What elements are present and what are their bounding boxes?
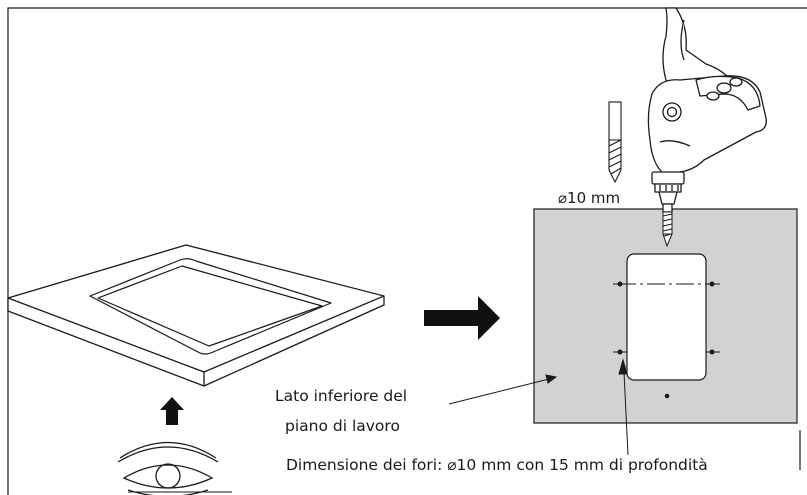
worktop-recess: [89, 258, 332, 355]
arrow-right-icon: [424, 296, 500, 340]
drill-bit-in-chuck: [662, 211, 673, 248]
arrow-up-icon: [160, 397, 184, 425]
hole-marker-top-left: [613, 281, 627, 287]
eye-icon: [117, 441, 219, 495]
underside-label-line2: piano di lavoro: [285, 417, 400, 435]
hole-markers: [613, 281, 720, 399]
drill-bit-size-label: ⌀10 mm: [558, 189, 621, 207]
diagram-frame: [7, 7, 807, 495]
hole-marker-bottom-left: [613, 349, 627, 355]
leader-lines: [448, 358, 629, 456]
drill-icon: [647, 7, 767, 213]
hole-dimensions-label: Dimensione dei fori: ⌀10 mm con 15 mm di…: [286, 456, 708, 474]
worktop-panel: [7, 244, 385, 387]
drill-bit-icon: [608, 101, 622, 184]
hole-marker-bottom-right: [706, 349, 720, 355]
template-cutout: [626, 253, 707, 381]
hole-marker-top-right: [706, 281, 720, 287]
hole-marker-bottom-center: [664, 393, 670, 399]
underside-label-line1: Lato inferiore del: [275, 387, 408, 405]
